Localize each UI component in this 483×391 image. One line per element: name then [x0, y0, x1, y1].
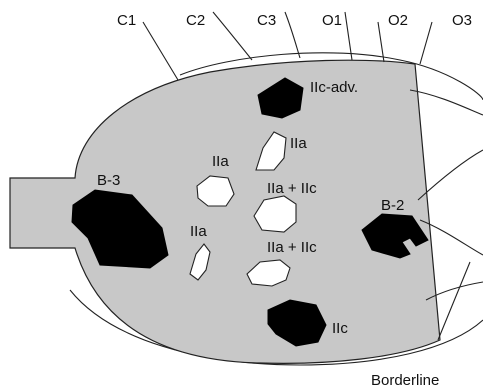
zone-label-o1: O1: [322, 12, 342, 29]
stomach-body: [9, 59, 441, 364]
label-b2: B-2: [381, 197, 404, 214]
label-iic: IIc: [332, 320, 348, 337]
label-borderline: Borderline: [371, 372, 439, 389]
zone-label-o2: O2: [388, 12, 408, 29]
zone-label-c3: C3: [257, 12, 276, 29]
zone-line-o1: [344, 11, 353, 61]
zone-line-right-4: [425, 281, 483, 301]
zone-line-c3: [284, 11, 301, 59]
lesion-iic: [267, 299, 327, 347]
label-iia-iic-lower: IIa + IIc: [267, 239, 317, 256]
fundus-outline: [179, 52, 483, 101]
zone-label-c2: C2: [186, 12, 205, 29]
label-iia-upper: IIa: [290, 135, 307, 152]
lesion-iia-left-upper: [196, 175, 235, 207]
label-b3: B-3: [97, 172, 120, 189]
zone-label-o3: O3: [452, 12, 472, 29]
zone-line-right-3: [419, 219, 483, 256]
label-iia-iic-upper: IIa + IIc: [267, 180, 317, 197]
zone-line-right-5: [437, 261, 471, 341]
zone-line-c1: [142, 21, 179, 81]
zone-line-right-1: [409, 89, 483, 116]
lesion-iia-iic-upper: [253, 195, 297, 233]
lesion-iia-upper: [255, 131, 287, 171]
label-iic-adv: IIc-adv.: [310, 79, 358, 96]
lesion-b2: [361, 213, 429, 259]
zone-line-right-2: [417, 149, 483, 201]
label-iia-left-upper: IIa: [212, 153, 229, 170]
lesion-iia-iic-lower: [246, 259, 291, 287]
fundus-outline-lower: [69, 289, 483, 366]
lesion-iic-adv: [257, 77, 304, 119]
lesion-iia-left-lower: [189, 243, 211, 281]
zone-label-c1: C1: [117, 12, 136, 29]
label-iia-left-lower: IIa: [190, 223, 207, 240]
zone-line-c2: [212, 11, 253, 61]
lesion-b3: [71, 189, 169, 269]
zone-line-o3: [419, 21, 433, 65]
zone-line-o2: [377, 21, 385, 63]
